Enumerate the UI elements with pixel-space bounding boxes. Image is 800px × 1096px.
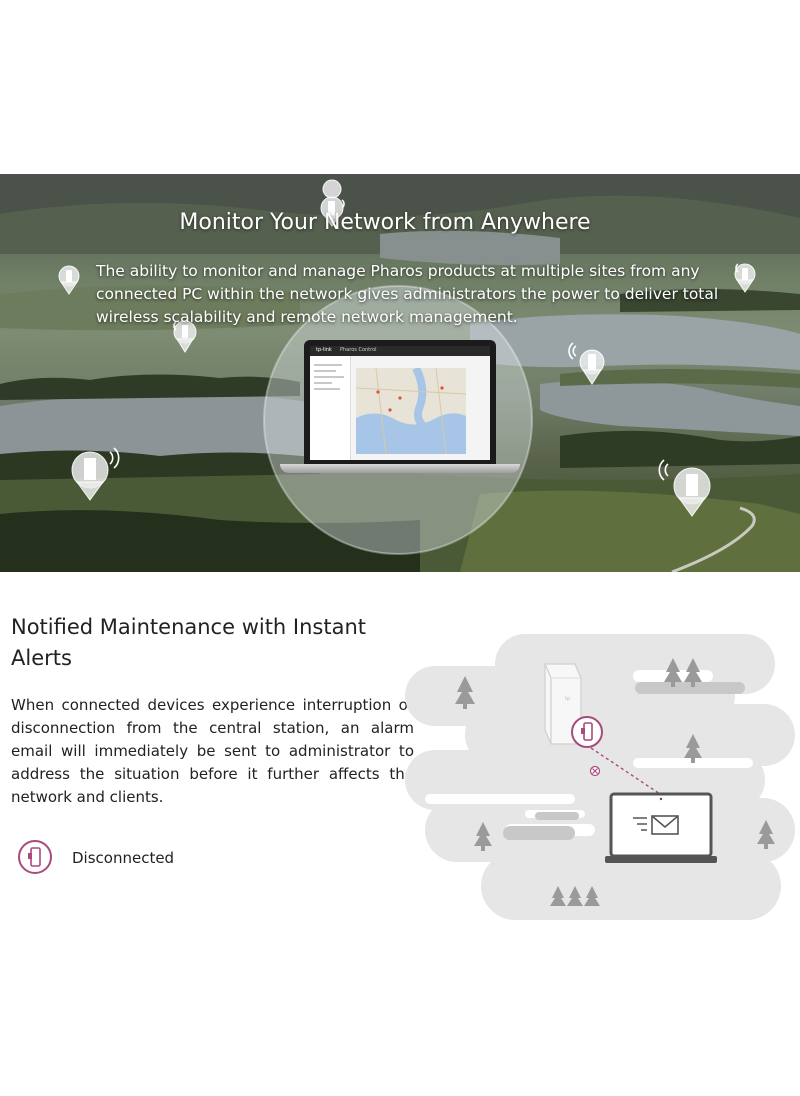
hero-title: Monitor Your Network from Anywhere [179, 210, 591, 235]
hero-banner: Monitor Your Network from Anywhere The a… [0, 174, 800, 572]
disconnected-device-icon [18, 840, 52, 874]
alerts-title: Notified Maintenance with Instant Alerts [11, 615, 367, 670]
legend-label: Disconnected [72, 849, 175, 867]
map-view [356, 368, 466, 454]
alert-illustration: tp [405, 630, 800, 934]
legend-disconnected: Disconnected [18, 840, 218, 878]
laptop-screen-frame: tp-link Pharos Control [304, 340, 496, 464]
app-brand: tp-link [316, 347, 332, 353]
hero-description: The ability to monitor and manage Pharos… [96, 262, 719, 326]
controller-screenshot: tp-link Pharos Control [310, 346, 490, 460]
app-sidebar [310, 356, 351, 460]
alerts-description: When connected devices experience interr… [11, 696, 414, 806]
laptop-illustration: tp-link Pharos Control [280, 340, 520, 480]
landscape-background [0, 174, 800, 572]
app-product-name: Pharos Control [340, 347, 377, 353]
svg-text:tp: tp [565, 696, 570, 702]
laptop-base [280, 464, 520, 473]
app-header-bar: tp-link Pharos Control [310, 346, 490, 356]
